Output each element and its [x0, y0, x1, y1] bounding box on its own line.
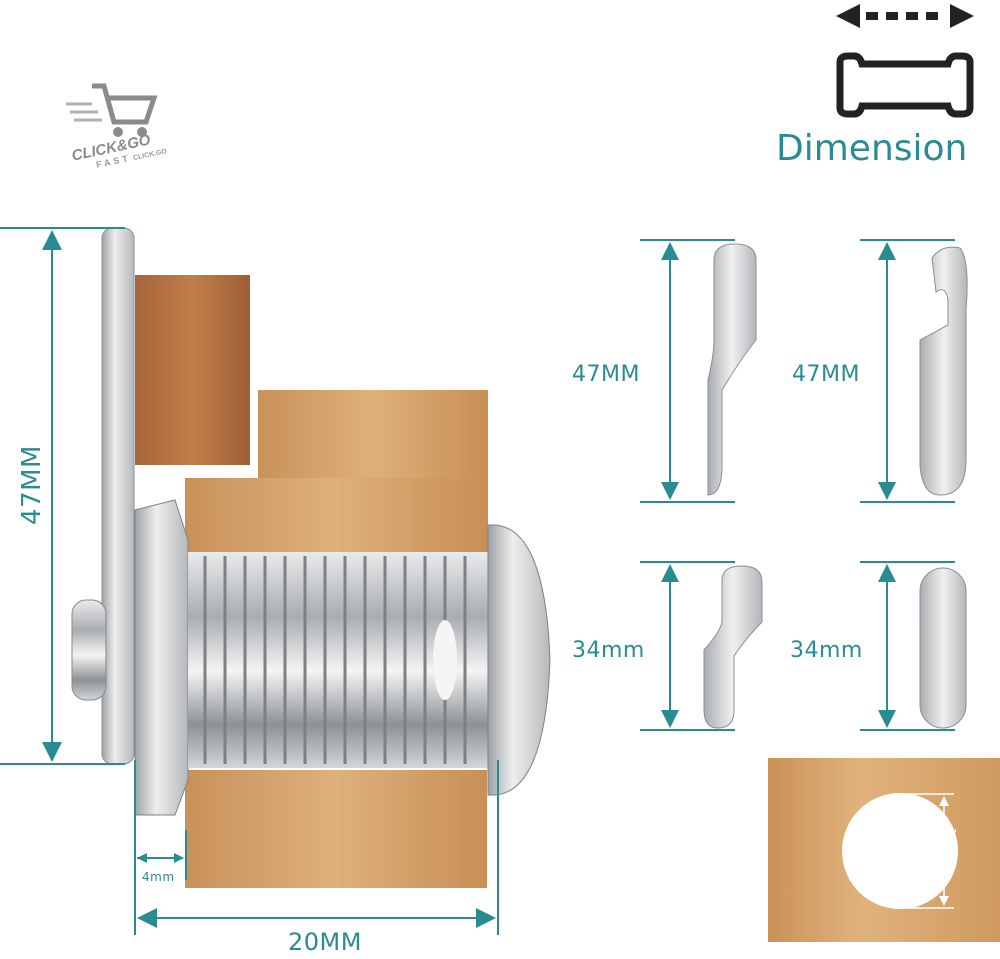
- cam-1-label: 47MM: [572, 362, 640, 387]
- cam-3-shape: [703, 565, 763, 729]
- page-title: Dimension: [776, 128, 968, 169]
- logo: [62, 74, 162, 164]
- cam-4-shape: [919, 567, 967, 729]
- cam-3-label: 34mm: [572, 638, 645, 663]
- cam-3-dimension: [640, 561, 735, 731]
- flange-label: 4mm: [142, 870, 175, 884]
- cam-1-shape: [707, 243, 757, 496]
- cam-2-shape: [919, 246, 968, 496]
- hole-size-inch: (0.7"): [932, 828, 945, 860]
- height-label: 47MM: [16, 445, 47, 525]
- hex-nut: [134, 499, 189, 816]
- hole-size-mm: 17MM: [945, 828, 958, 861]
- key-plug: [71, 599, 107, 701]
- cart-icon: [66, 83, 158, 137]
- cam-2-dimension: [860, 239, 955, 503]
- dimension-header-graphic: [836, 4, 974, 118]
- wood-panel-dark: [135, 275, 250, 465]
- hole-size-label: 17MM (0.7"): [932, 828, 958, 861]
- dimension-bone-icon: [836, 52, 974, 118]
- cam-plate: [101, 227, 135, 765]
- mounting-hole-diagram: [768, 758, 1000, 942]
- double-arrow-icon: [836, 4, 974, 28]
- cam-2-label: 47MM: [792, 362, 860, 387]
- cam-diagrams: [640, 239, 968, 731]
- cam-4-label: 34mm: [790, 638, 863, 663]
- height-dimension-line: [0, 227, 125, 765]
- cam-1-dimension: [640, 239, 735, 503]
- front-cap: [487, 524, 551, 796]
- cam-4-dimension: [860, 561, 955, 731]
- wood-panel-bottom: [185, 770, 487, 888]
- length-label: 20MM: [288, 928, 362, 956]
- threads: [203, 556, 467, 764]
- main-lock-illustration: [0, 227, 551, 935]
